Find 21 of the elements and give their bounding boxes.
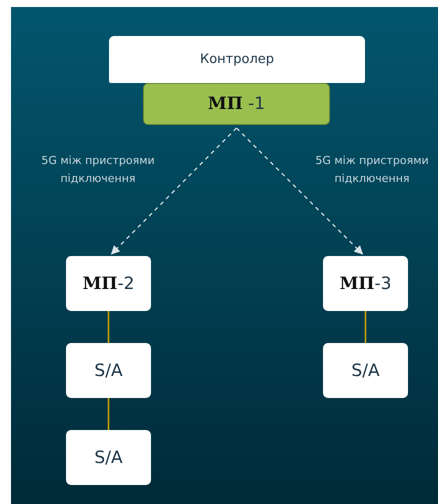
- node-label: S/A: [94, 360, 123, 380]
- node-label: S/A: [94, 448, 123, 468]
- edge-label: 5G між пристроями підключення: [40, 153, 156, 187]
- connector-line: [108, 311, 110, 343]
- dashed-arrow: [236, 128, 364, 255]
- node-label: S/A: [351, 360, 380, 380]
- node-label: Контролер: [200, 52, 274, 67]
- dashed-arrow: [110, 128, 237, 255]
- sensor-box: [66, 343, 151, 398]
- node-label: МП-3: [340, 274, 392, 294]
- module-box: [66, 256, 151, 311]
- module-box: [323, 256, 408, 311]
- sensor-box: [66, 430, 151, 485]
- node-label: МП -1: [208, 94, 266, 114]
- node-label: МП-2: [82, 274, 134, 294]
- connector-line: [364, 311, 366, 343]
- sensor-box: [323, 343, 408, 398]
- edge-label: 5G між пристроями підключення: [314, 153, 430, 187]
- connector-line: [108, 398, 110, 430]
- controller-box: [109, 36, 365, 83]
- module-box: [143, 83, 330, 125]
